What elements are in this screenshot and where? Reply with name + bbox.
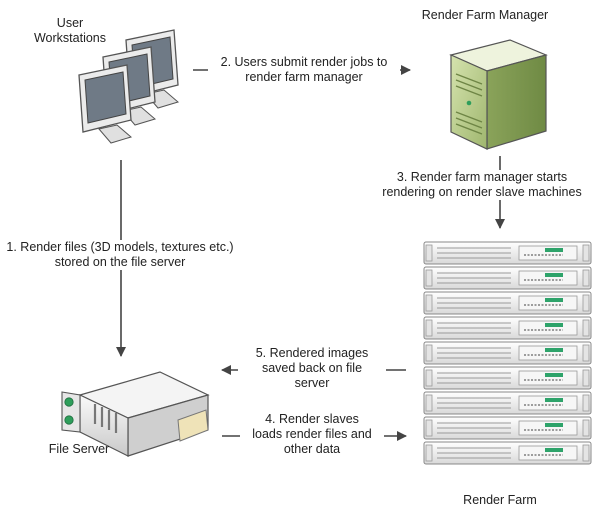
rack-unit	[423, 291, 592, 315]
rack-unit	[423, 316, 592, 340]
rack-unit	[423, 391, 592, 415]
label-user-workstations: User Workstations	[33, 16, 106, 45]
rack-server-icon	[61, 371, 210, 457]
tower-server-icon	[449, 39, 548, 150]
label-render-farm: Render Farm	[463, 493, 537, 507]
rack-unit	[423, 441, 592, 465]
label-file-server: File Server	[48, 442, 110, 456]
step-2-label: 2. Users submit render jobs to render fa…	[208, 55, 400, 85]
rack-unit	[423, 366, 592, 390]
step-5-label: 5. Rendered images saved back on file se…	[238, 346, 386, 391]
rack-unit	[423, 266, 592, 290]
server-rack-stack-icon	[423, 240, 593, 470]
monitor-stack-icon	[78, 29, 180, 144]
rack-unit	[423, 416, 592, 440]
step-1-label: 1. Render files (3D models, textures etc…	[2, 240, 238, 270]
step-4-label: 4. Render slaves loads render files and …	[240, 412, 384, 457]
rack-unit	[423, 341, 592, 365]
step-3-label: 3. Render farm manager starts rendering …	[368, 170, 596, 200]
label-render-farm-manager: Render Farm Manager	[421, 8, 549, 22]
rack-unit	[423, 241, 592, 265]
